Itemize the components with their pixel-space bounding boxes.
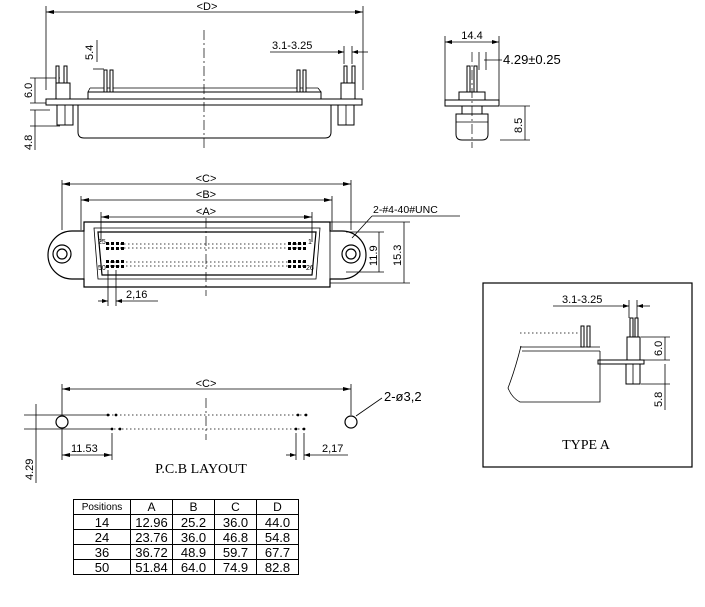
side-view: <D> 5.4 3.1-3.25 6.0 4.8 bbox=[23, 1, 368, 150]
type-a-title: TYPE A bbox=[562, 438, 611, 453]
table-row: 14 12.96 25.2 36.0 44.0 bbox=[73, 514, 299, 530]
table-cell: 25.2 bbox=[172, 514, 215, 530]
pin-1-label: 1 bbox=[308, 239, 312, 246]
dim-11-53-label: 11.53 bbox=[71, 443, 98, 455]
dim-8-5-label: 8.5 bbox=[513, 118, 525, 133]
type-a-detail: 3.1-3.25 6.0 5.8 TYPE A bbox=[482, 282, 693, 468]
dim-a-label: <A> bbox=[196, 206, 216, 218]
end-view: 14.4 4.29±0.25 8.5 bbox=[444, 30, 561, 148]
table-cell: 23.76 bbox=[130, 529, 173, 545]
table-cell: 14 bbox=[73, 514, 131, 530]
table-cell: 44.0 bbox=[256, 514, 299, 530]
hole-callout: 2-ø3,2 bbox=[384, 389, 422, 404]
table-header: D bbox=[256, 499, 299, 515]
table-cell: 48.9 bbox=[172, 544, 215, 560]
dim-14-4-label: 14.4 bbox=[461, 30, 482, 42]
table-cell: 64.0 bbox=[172, 559, 215, 575]
dim-4-29-tol-label: 4.29±0.25 bbox=[503, 52, 561, 67]
thread-callout: 2-#4-40#UNC bbox=[373, 204, 438, 216]
table-header: A bbox=[130, 499, 173, 515]
table-cell: 36.0 bbox=[172, 529, 215, 545]
table-cell: 54.8 bbox=[256, 529, 299, 545]
type-a-dim-3-1-label: 3.1-3.25 bbox=[562, 294, 602, 306]
pin-50-label: 50 bbox=[98, 265, 106, 272]
dim-b-label: <B> bbox=[196, 189, 216, 201]
table-cell: 36 bbox=[73, 544, 131, 560]
pcb-layout-title: P.C.B LAYOUT bbox=[155, 462, 247, 477]
type-a-dim-5-8-label: 5.8 bbox=[653, 392, 665, 407]
table-cell: 74.9 bbox=[214, 559, 257, 575]
type-a-dim-6-0-label: 6.0 bbox=[653, 341, 665, 356]
table-cell: 36.72 bbox=[130, 544, 173, 560]
table-row: 24 23.76 36.0 46.8 54.8 bbox=[73, 529, 299, 545]
table-row: 50 51.84 64.0 74.9 82.8 bbox=[73, 559, 299, 575]
table-header: B bbox=[172, 499, 215, 515]
table-cell: 36.0 bbox=[214, 514, 257, 530]
dim-c-label: <C> bbox=[196, 173, 217, 185]
table-cell: 12.96 bbox=[130, 514, 173, 530]
dim-2-17-label: 2,17 bbox=[322, 443, 343, 455]
dim-11-9-label: 11.9 bbox=[368, 245, 380, 266]
dim-5-4-label: 5.4 bbox=[84, 45, 96, 60]
table-row: 36 36.72 48.9 59.7 67.7 bbox=[73, 544, 299, 560]
table-cell: 67.7 bbox=[256, 544, 299, 560]
table-cell: 50 bbox=[73, 559, 131, 575]
dim-4-8-label: 4.8 bbox=[23, 135, 35, 150]
table-header: Positions bbox=[73, 499, 131, 515]
pcb-layout: <C> 2-ø3,2 4.29 11.53 2,17 bbox=[24, 378, 422, 483]
table-cell: 24 bbox=[73, 529, 131, 545]
dim-d-label: <D> bbox=[197, 1, 218, 13]
pcb-dim-c-label: <C> bbox=[196, 378, 217, 390]
dim-6-0-label: 6.0 bbox=[23, 83, 35, 98]
pin-25-label: 25 bbox=[98, 239, 106, 246]
table-cell: 59.7 bbox=[214, 544, 257, 560]
dim-3-1-label: 3.1-3.25 bbox=[272, 40, 312, 52]
dimension-table: Positions A B C D 14 12.96 25.2 36.0 44.… bbox=[73, 499, 299, 575]
front-view: <C> <B> <A> 2-#4-40#UNC 11.9 15.3 bbox=[47, 173, 460, 306]
table-cell: 82.8 bbox=[256, 559, 299, 575]
table-cell: 46.8 bbox=[214, 529, 257, 545]
table-cell: 51.84 bbox=[130, 559, 173, 575]
dim-2-16-label: 2,16 bbox=[126, 289, 147, 301]
dim-15-3-label: 15.3 bbox=[392, 245, 404, 266]
table-header-row: Positions A B C D bbox=[73, 499, 299, 515]
table-header: C bbox=[214, 499, 257, 515]
pcb-dim-4-29-label: 4.29 bbox=[24, 459, 36, 480]
pin-26-label: 26 bbox=[306, 265, 314, 272]
